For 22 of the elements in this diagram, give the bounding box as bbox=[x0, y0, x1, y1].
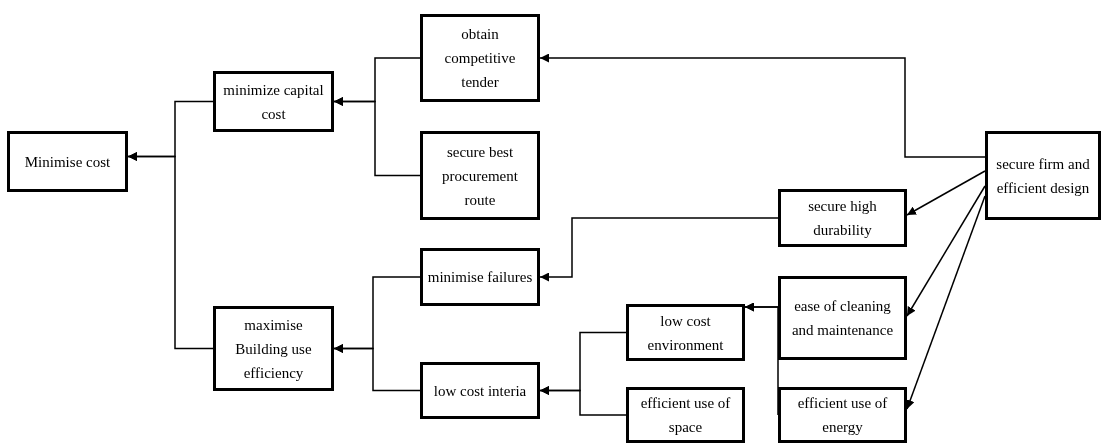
process-box: minimise failures bbox=[420, 248, 540, 306]
arrow bbox=[539, 53, 986, 158]
process-box: low cost interia bbox=[420, 362, 540, 419]
arrow bbox=[127, 152, 214, 350]
arrow bbox=[333, 344, 421, 392]
process-box: efficient use of space bbox=[626, 387, 745, 443]
process-box: efficient use of energy bbox=[778, 387, 907, 443]
arrow bbox=[905, 195, 986, 410]
arrow bbox=[539, 386, 627, 416]
process-box: secure high durability bbox=[778, 189, 907, 247]
process-box: secure best procurement route bbox=[420, 131, 540, 220]
process-box: obtain competitive tender bbox=[420, 14, 540, 102]
process-box: Minimise cost bbox=[7, 131, 128, 192]
process-box: low cost environment bbox=[626, 304, 745, 361]
process-box: ease of cleaning and maintenance bbox=[778, 276, 907, 360]
arrow bbox=[906, 185, 986, 317]
process-box: minimize capital cost bbox=[213, 71, 334, 132]
process-box: secure firm and efficient design bbox=[985, 131, 1101, 220]
arrow bbox=[539, 217, 779, 282]
arrow bbox=[906, 170, 986, 216]
arrow bbox=[333, 97, 421, 177]
process-box: maximise Building use efficiency bbox=[213, 306, 334, 391]
